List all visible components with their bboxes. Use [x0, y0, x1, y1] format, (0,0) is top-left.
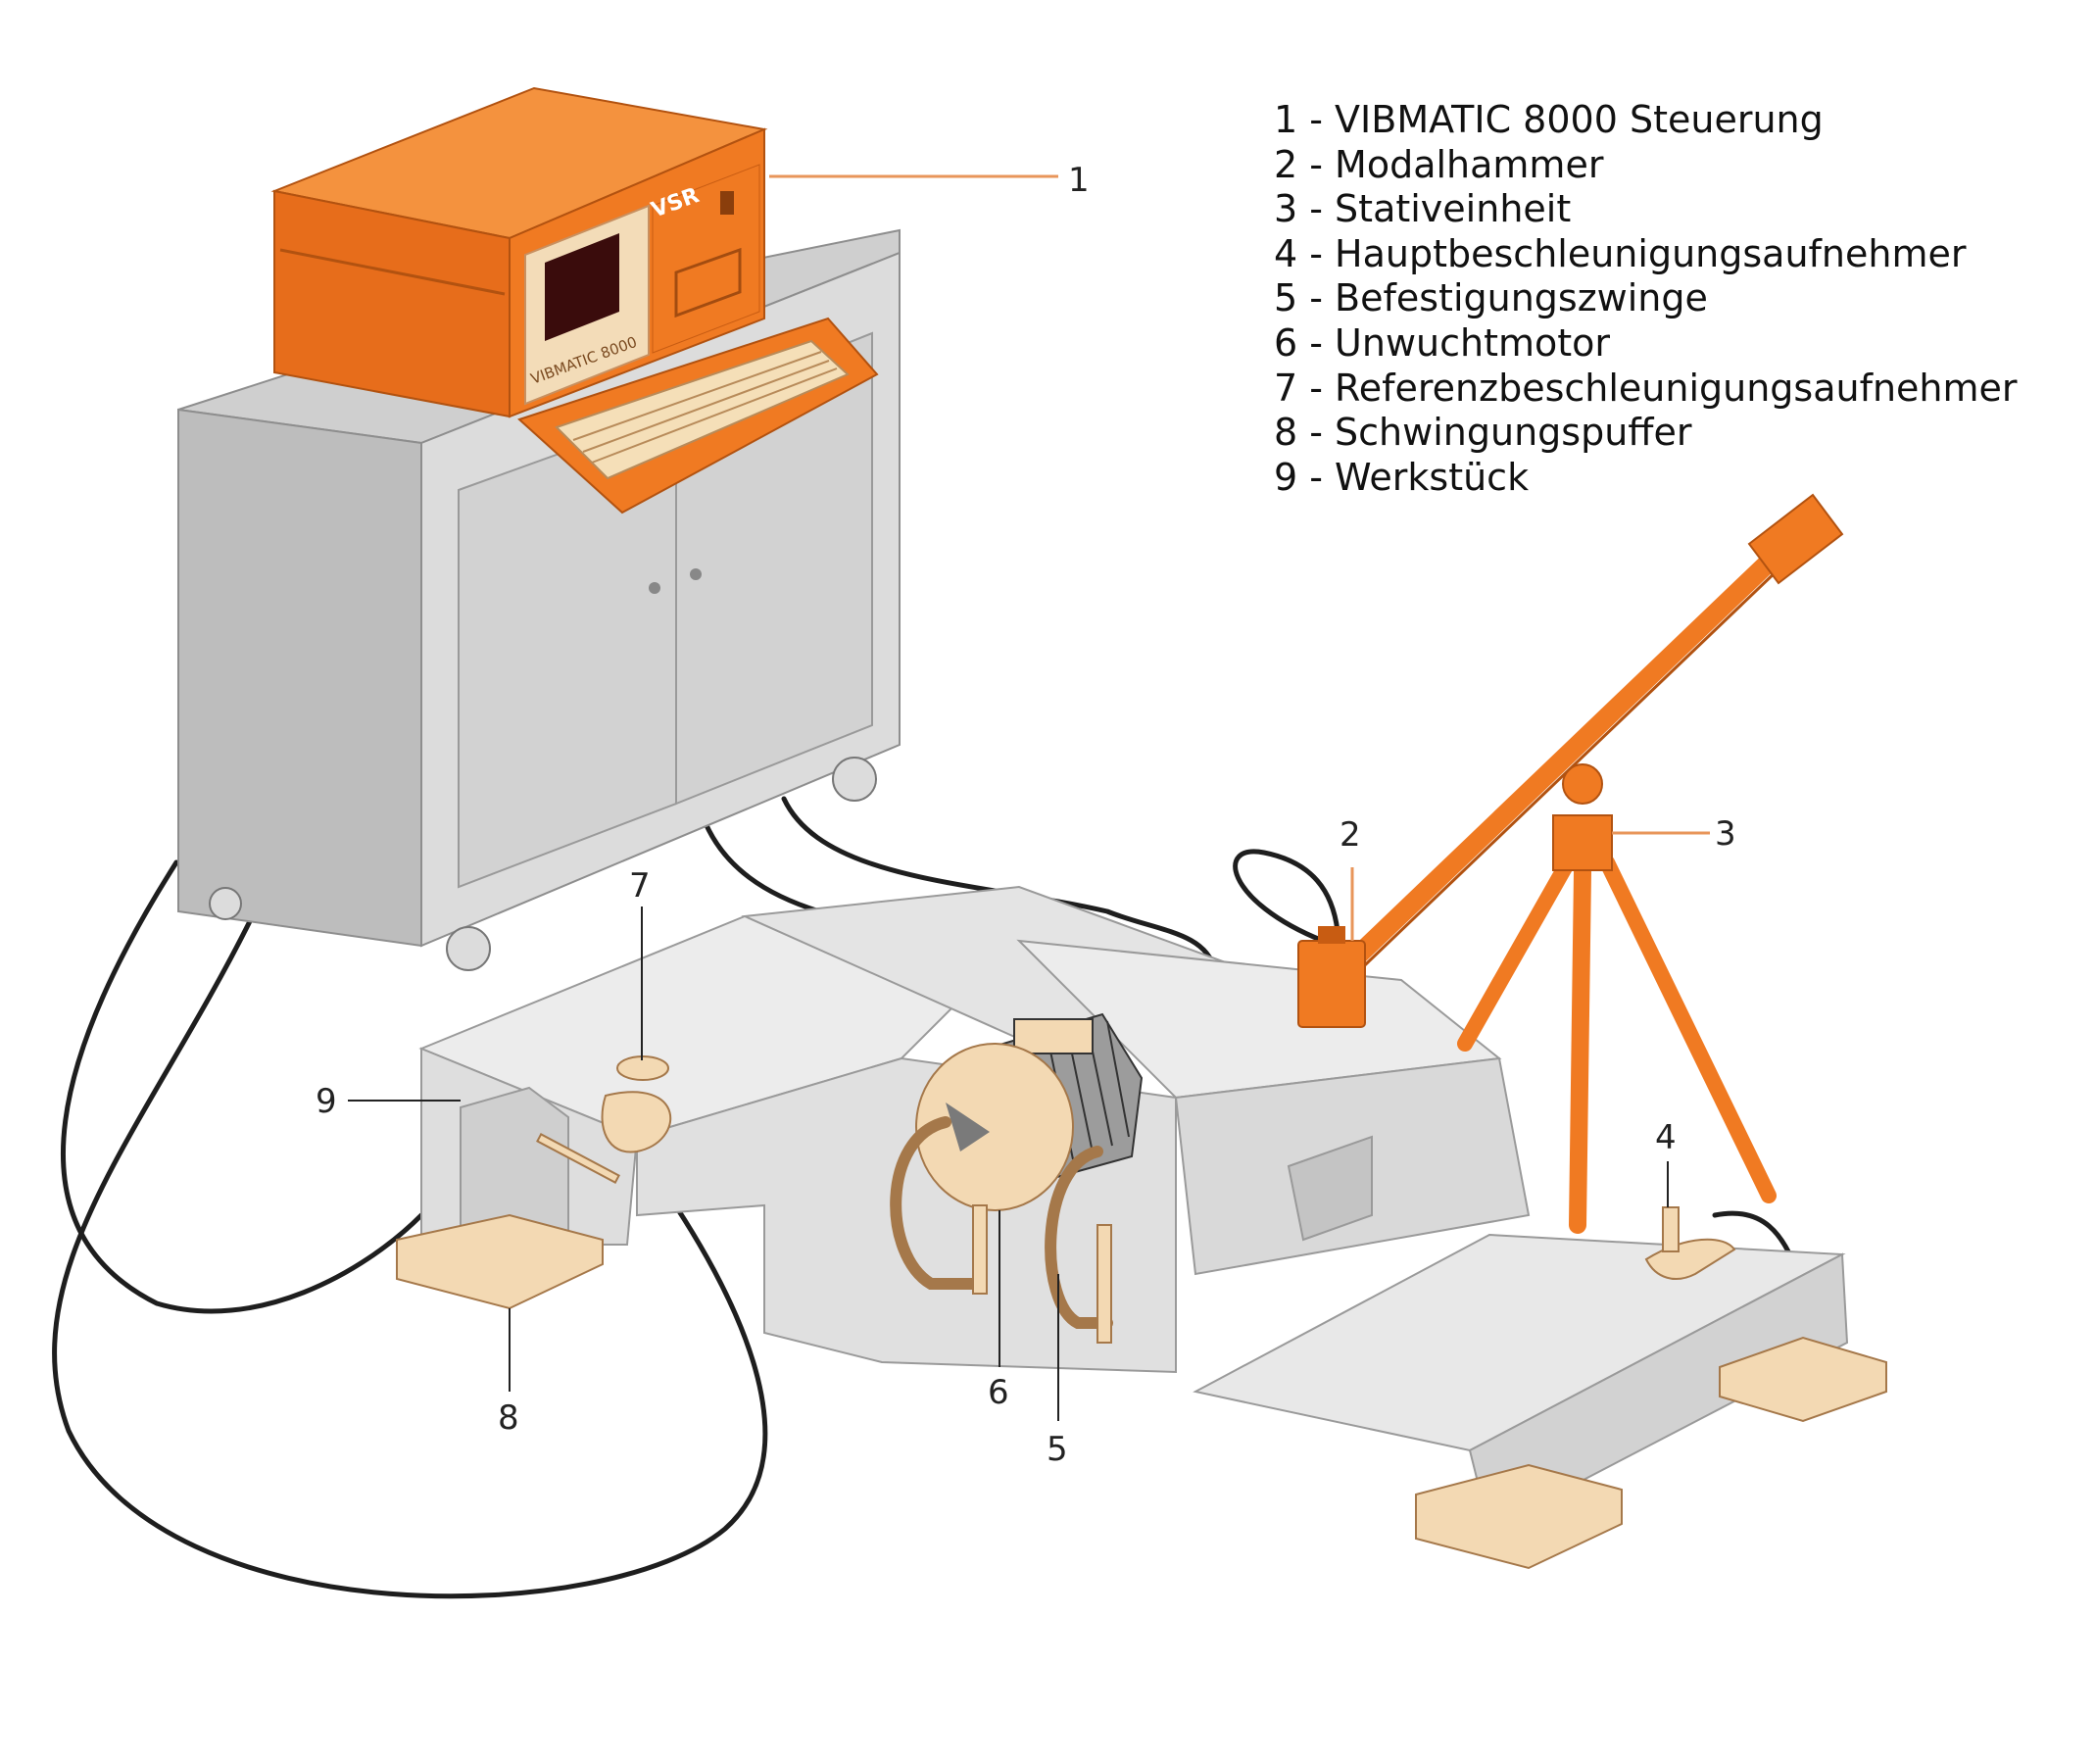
legend-item: 4 - Hauptbeschleunigungsaufnehmer [1274, 231, 1967, 275]
component-legend: 1 - VIBMATIC 8000 Steuerung 2 - Modalham… [1274, 98, 2018, 500]
legend-item: 8 - Schwingungspuffer [1274, 411, 1692, 455]
motor-terminal-box [1013, 1018, 1094, 1054]
callout-4: 4 [1655, 1118, 1677, 1157]
legend-item: 6 - Unwuchtmotor [1274, 320, 1611, 365]
hammer-connector [1318, 926, 1345, 944]
workpiece-window [1287, 1135, 1373, 1242]
motor-flywheel [915, 1043, 1074, 1211]
keyboard [555, 339, 850, 480]
controller-button [720, 191, 734, 215]
vibration-dampers [396, 1213, 1887, 1570]
clamp-left [890, 1116, 986, 1290]
tripod-leg-right [1599, 855, 1777, 1203]
callout-7: 7 [629, 866, 651, 906]
damper-left [396, 1213, 604, 1310]
controller-side-groove [279, 248, 506, 296]
tripod-unit [1333, 493, 1844, 1234]
vibmatic-controller: VIBMATIC 8000 VSR [270, 86, 879, 514]
damper-right-front [1415, 1463, 1623, 1570]
door-knob-right [690, 568, 702, 580]
door-knob-left [649, 582, 660, 594]
damper-right-back [1719, 1336, 1887, 1423]
workpiece [418, 885, 1849, 1531]
main-sensor-stem [1662, 1206, 1680, 1252]
reference-sensor [536, 1055, 672, 1185]
motor-flywheel-shaft [946, 1102, 990, 1152]
tripod-leg-left [1457, 855, 1576, 1052]
controller-slot [674, 247, 742, 318]
clamp-right [1045, 1146, 1113, 1329]
callout-2: 2 [1340, 815, 1361, 855]
ref-sensor-clamp-screw [536, 1132, 620, 1185]
cabinet-side [177, 408, 422, 948]
modal-hammer [1297, 926, 1366, 1028]
legend-item: 1 - VIBMATIC 8000 Steuerung [1274, 98, 1824, 141]
controller-display [545, 233, 619, 341]
main-sensor [1644, 1206, 1736, 1280]
callout-leaders [348, 174, 1710, 1421]
callout-5: 5 [1047, 1430, 1068, 1469]
legend-item: 3 - Stativeinheit [1274, 187, 1572, 231]
caster-wheels [209, 757, 877, 971]
cable-hammer-loop [1233, 849, 1340, 944]
callout-9: 9 [316, 1082, 337, 1121]
ref-sensor-body [601, 1091, 672, 1153]
keyboard-key-rows [572, 351, 838, 464]
mounting-clamps [890, 1116, 1113, 1329]
callout-3: 3 [1715, 814, 1736, 854]
callout-numbers: 1 2 3 4 5 6 7 8 9 [316, 161, 1736, 1469]
clamp-screws [972, 1204, 1112, 1344]
tripod-leg-center [1569, 863, 1591, 1234]
hammer-arm [1333, 524, 1808, 980]
callout-1: 1 [1068, 161, 1090, 200]
arm-counterweight [1747, 493, 1844, 585]
callout-6: 6 [988, 1373, 1009, 1412]
legend-item: 5 - Befestigungszwinge [1274, 276, 1708, 320]
legend-item: 7 - Referenzbeschleunigungsaufnehmer [1274, 366, 2018, 410]
tripod-pivot [1562, 763, 1603, 805]
callout-8: 8 [498, 1398, 519, 1438]
workpiece-arch-left [460, 1086, 569, 1246]
hammer-body [1297, 940, 1366, 1028]
cable-controller-to-ref-sensor [52, 918, 768, 1599]
legend-item: 2 - Modalhammer [1274, 142, 1604, 186]
legend-item: 9 - Werkstück [1274, 455, 1530, 499]
cable-controller-to-buffer [61, 859, 424, 1314]
hammer-arm-edge [1345, 544, 1805, 984]
tripod-head [1552, 814, 1613, 871]
